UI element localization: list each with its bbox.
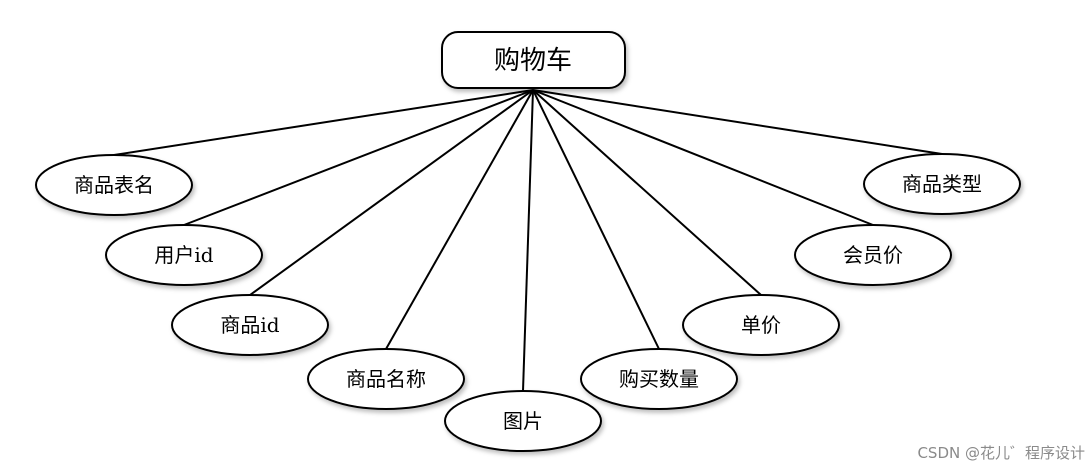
- attribute-ellipse: [444, 390, 602, 452]
- attribute-ellipse: [794, 224, 952, 286]
- edge-quantity: [532, 89, 660, 350]
- attribute-label: 会员价: [843, 243, 903, 267]
- attribute-product-id: 商品id: [171, 294, 329, 356]
- attribute-ellipse: [307, 348, 465, 410]
- edge-product-type: [532, 89, 943, 155]
- relationship-lines: [113, 89, 943, 392]
- attribute-label: 单价: [741, 313, 781, 337]
- attribute-user-id: 用户id: [105, 224, 263, 286]
- watermark: CSDN @花儿゛程序设计: [917, 444, 1085, 462]
- attribute-ellipse: [682, 294, 840, 356]
- attribute-ellipse: [171, 294, 329, 356]
- attribute-label: 用户id: [154, 243, 213, 267]
- edge-product-id: [249, 89, 534, 296]
- attribute-product-type: 商品类型: [863, 153, 1021, 215]
- attribute-label: 商品表名: [74, 173, 154, 197]
- attribute-ellipse: [35, 154, 193, 216]
- attribute-image: 图片: [444, 390, 602, 452]
- edge-unit-price: [532, 89, 762, 296]
- entity-label: 购物车: [494, 46, 572, 76]
- attribute-member-price: 会员价: [794, 224, 952, 286]
- entity-cart: 购物车: [441, 31, 626, 89]
- edge-member-price: [532, 89, 874, 226]
- attribute-label: 图片: [503, 409, 543, 433]
- attribute-ellipse: [105, 224, 263, 286]
- attribute-ellipse: [580, 348, 738, 410]
- attribute-label: 商品id: [220, 313, 279, 337]
- attribute-table-name: 商品表名: [35, 154, 193, 216]
- edge-product-name: [385, 89, 534, 350]
- edge-table-name: [113, 89, 534, 156]
- attribute-label: 商品类型: [902, 172, 982, 196]
- attribute-label: 商品名称: [346, 367, 426, 391]
- edge-user-id: [183, 89, 534, 226]
- attribute-label: 购买数量: [619, 367, 699, 391]
- edge-image: [522, 89, 534, 392]
- attribute-quantity: 购买数量: [580, 348, 738, 410]
- attribute-product-name: 商品名称: [307, 348, 465, 410]
- attribute-ellipse: [863, 153, 1021, 215]
- attribute-unit-price: 单价: [682, 294, 840, 356]
